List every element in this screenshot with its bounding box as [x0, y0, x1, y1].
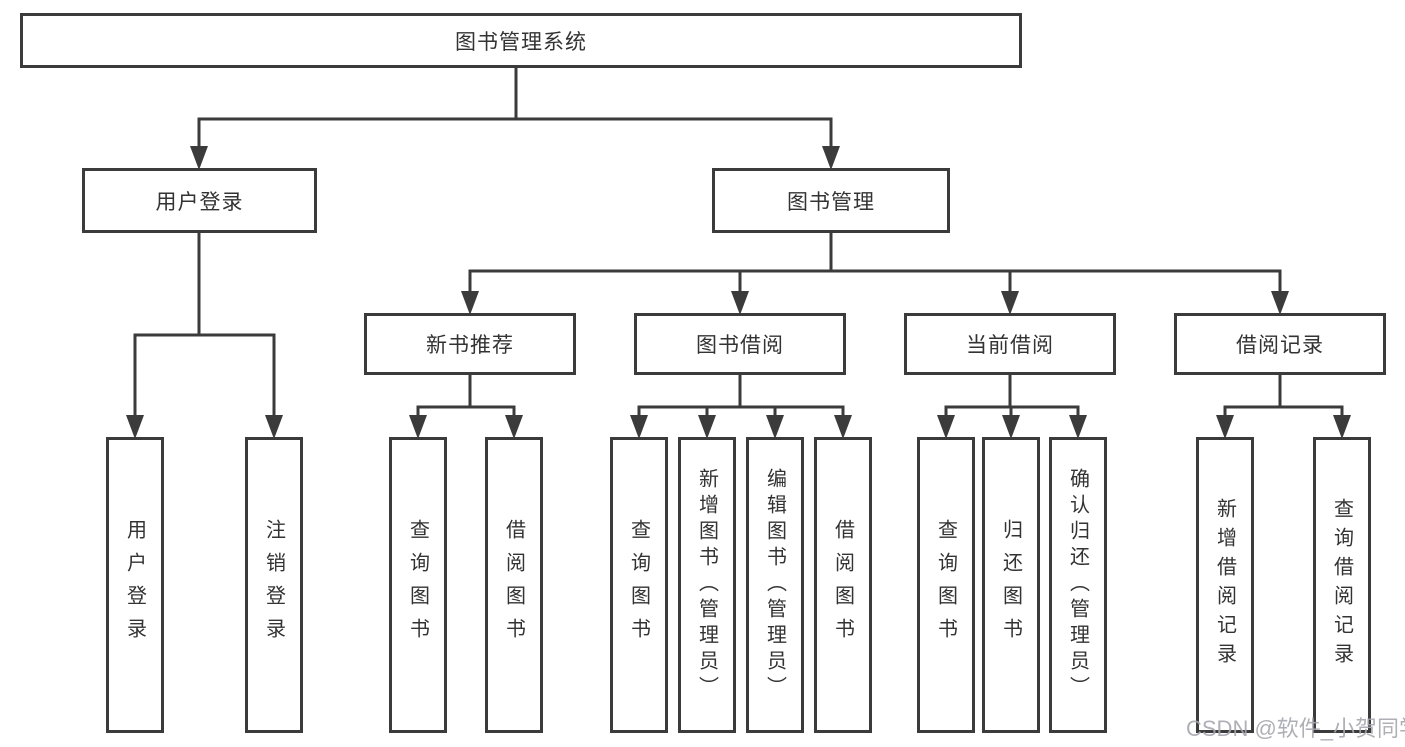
leaf-label: 借阅图书: [831, 519, 854, 651]
leaf-query-books-borrow: 查询图书: [610, 437, 668, 733]
node-new-book-recommendation: 新书推荐: [364, 313, 576, 375]
leaf-label: 查询借阅记录: [1330, 498, 1353, 672]
leaf-return-books: 归还图书: [982, 437, 1040, 733]
leaf-label: 新增借阅记录: [1213, 498, 1236, 672]
node-current-borrowing: 当前借阅: [904, 313, 1116, 375]
node-label: 借阅记录: [1236, 334, 1324, 357]
node-borrowing-records: 借阅记录: [1174, 313, 1386, 375]
node-book-borrowing: 图书借阅: [634, 313, 846, 375]
leaf-logout: 注销登录: [245, 437, 303, 733]
node-label: 图书借阅: [696, 334, 784, 357]
node-label: 用户登录: [155, 190, 244, 214]
leaf-label: 新增图书（管理员）: [695, 468, 718, 702]
leaf-label: 用户登录: [123, 519, 146, 651]
leaf-borrow-books-recommend: 借阅图书: [485, 437, 543, 733]
leaf-add-books-admin: 新增图书（管理员）: [678, 437, 736, 733]
node-label: 新书推荐: [426, 334, 514, 357]
leaf-query-books-recommend: 查询图书: [389, 437, 447, 733]
leaf-borrow-books: 借阅图书: [814, 437, 872, 733]
node-user-login: 用户登录: [82, 168, 317, 233]
leaf-label: 编辑图书（管理员）: [763, 468, 786, 702]
node-library-management-system: 图书管理系统: [20, 13, 1022, 68]
leaf-label: 确认归还（管理员）: [1066, 468, 1089, 702]
leaf-user-login: 用户登录: [106, 437, 164, 733]
leaf-label: 查询图书: [934, 519, 957, 651]
node-label: 图书管理系统: [455, 30, 587, 54]
node-book-management: 图书管理: [712, 168, 950, 233]
leaf-query-borrow-record: 查询借阅记录: [1313, 437, 1371, 733]
leaf-edit-books-admin: 编辑图书（管理员）: [746, 437, 804, 733]
leaf-query-books-current: 查询图书: [917, 437, 975, 733]
node-label: 当前借阅: [966, 334, 1054, 357]
leaf-label: 查询图书: [406, 519, 429, 651]
csdn-watermark: CSDN @软件_小贺同学: [1186, 716, 1405, 741]
leaf-label: 归还图书: [999, 519, 1022, 651]
node-label: 图书管理: [787, 190, 875, 214]
leaf-add-borrow-record: 新增借阅记录: [1196, 437, 1254, 733]
leaf-label: 注销登录: [262, 519, 285, 651]
leaf-confirm-return-admin: 确认归还（管理员）: [1049, 437, 1107, 733]
leaf-label: 查询图书: [627, 519, 650, 651]
leaf-label: 借阅图书: [502, 519, 525, 651]
